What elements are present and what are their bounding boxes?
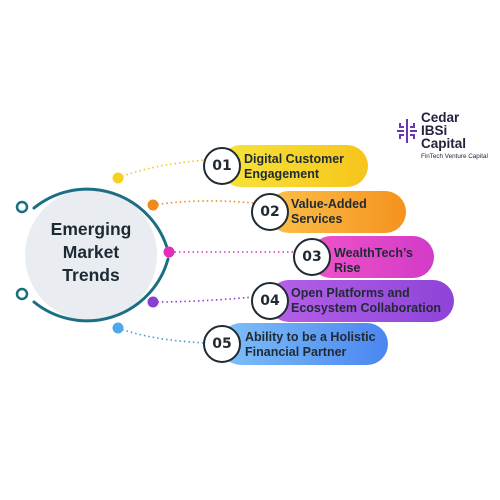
trend-pill-04 bbox=[268, 280, 454, 322]
ring-end-top bbox=[15, 200, 29, 214]
trend-label-02-line-1: Value-Added bbox=[291, 197, 367, 211]
trend-label-03-line-2: Rise bbox=[334, 261, 361, 275]
trend-label-03: WealthTech’s Rise bbox=[334, 246, 413, 276]
trend-number-04: 04 bbox=[251, 282, 289, 320]
trend-number-05: 05 bbox=[203, 325, 241, 363]
trend-label-04-line-2: Ecosystem Collaboration bbox=[291, 301, 442, 315]
ring-end-bottom bbox=[15, 287, 29, 301]
center-ring bbox=[32, 187, 170, 253]
cedar-ibsi-capital-logo: Cedar IBSi Capital FinTech Venture Capit… bbox=[396, 108, 496, 168]
center-title-line-2: Market bbox=[62, 242, 120, 262]
trend-label-01-line-2: Engagement bbox=[244, 167, 320, 181]
ring-dot-01 bbox=[112, 172, 124, 184]
trend-label-02-line-2: Services bbox=[291, 212, 343, 226]
ring-dot-05 bbox=[112, 322, 124, 334]
logo-mark-icon bbox=[397, 119, 417, 143]
trend-label-05-line-1: Ability to be a Holistic bbox=[245, 330, 376, 344]
trend-label-05: Ability to be a Holistic Financial Partn… bbox=[245, 330, 376, 360]
center-title-line-3: Trends bbox=[62, 265, 120, 285]
center-ring-lower bbox=[32, 257, 170, 323]
ring-dot-03 bbox=[163, 246, 175, 258]
connector-04 bbox=[152, 296, 254, 303]
ring-dot-02 bbox=[147, 199, 159, 211]
ring-dot-04 bbox=[147, 296, 159, 308]
trend-pill-02 bbox=[268, 191, 406, 233]
connector-05 bbox=[117, 327, 206, 344]
trend-label-01: Digital Customer Engagement bbox=[244, 152, 344, 182]
trend-label-02: Value-Added Services bbox=[291, 197, 367, 227]
center-title: Emerging Market Trends bbox=[38, 218, 144, 287]
trend-number-02: 02 bbox=[251, 193, 289, 231]
trend-label-03-line-1: WealthTech’s bbox=[334, 246, 413, 260]
center-title-line-1: Emerging bbox=[50, 219, 132, 239]
connector-group bbox=[117, 159, 296, 344]
logo-word-2: IBSi bbox=[421, 123, 448, 138]
trend-label-01-line-1: Digital Customer bbox=[244, 152, 345, 166]
connector-01 bbox=[117, 159, 206, 179]
trend-pill-01 bbox=[220, 145, 368, 187]
trend-number-03: 03 bbox=[293, 238, 331, 276]
logo-tagline: FinTech Venture Capital bbox=[421, 153, 488, 160]
logo-word-3: Capital bbox=[421, 136, 467, 151]
trend-number-01: 01 bbox=[203, 147, 241, 185]
logo-word-1: Cedar bbox=[421, 110, 460, 125]
center-disc bbox=[25, 189, 157, 321]
trend-label-05-line-2: Financial Partner bbox=[245, 345, 347, 359]
connector-02 bbox=[152, 200, 254, 206]
trend-pill-05 bbox=[220, 323, 388, 365]
trend-label-04: Open Platforms and Ecosystem Collaborati… bbox=[291, 286, 441, 316]
trend-label-04-line-1: Open Platforms and bbox=[291, 286, 410, 300]
